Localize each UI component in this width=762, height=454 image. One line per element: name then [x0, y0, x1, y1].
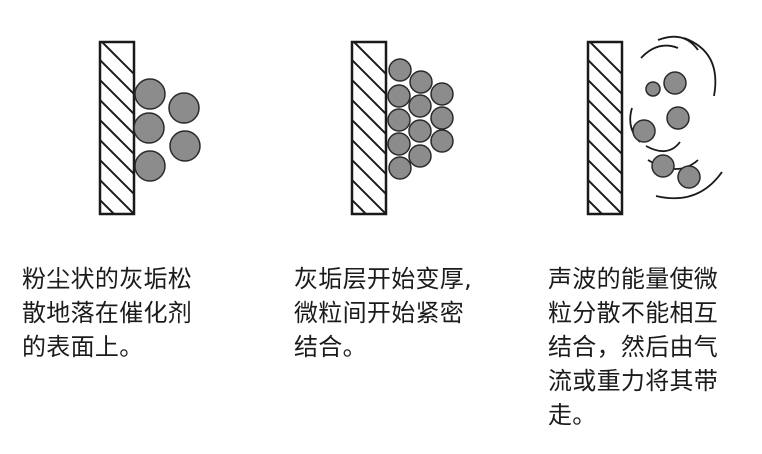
- particle: [387, 84, 411, 108]
- sound-wave: [655, 171, 723, 200]
- particle: [388, 156, 412, 180]
- caption-loose-dust: 粉尘状的灰垢松 散地落在催化剂 的表面上。: [22, 262, 192, 364]
- hatched-wall: [586, 40, 624, 216]
- caption-line: 结合。: [294, 333, 367, 361]
- panel-thick-deposit: 灰垢层开始变厚, 微粒间开始紧密 结合。: [254, 0, 508, 454]
- caption-line: 散地落在催化剂: [22, 299, 193, 327]
- particle: [663, 71, 687, 95]
- particle: [169, 130, 201, 162]
- particle: [651, 154, 675, 178]
- particle: [168, 92, 200, 124]
- sound-wave: [645, 141, 681, 152]
- dust-particles: [133, 78, 201, 182]
- particle: [408, 119, 432, 143]
- particle: [430, 129, 454, 153]
- caption-sonic-cleaning: 声波的能量使微 粒分散不能相互 结合，然后由气 流或重力将其带 走。: [548, 262, 718, 432]
- particle: [430, 106, 454, 130]
- caption-thick-deposit: 灰垢层开始变厚, 微粒间开始紧密 结合。: [294, 262, 472, 364]
- particle: [134, 78, 166, 110]
- caption-line: 粒分散不能相互: [548, 299, 719, 327]
- dispersed-particles: [632, 71, 701, 189]
- particle: [632, 119, 656, 143]
- particle: [677, 165, 701, 189]
- caption-line: 粉尘状的灰垢松: [22, 265, 193, 293]
- panel-sonic-cleaning: 声波的能量使微 粒分散不能相互 结合，然后由气 流或重力将其带 走。: [508, 0, 762, 454]
- particle: [134, 150, 166, 182]
- packed-particles: [387, 58, 454, 180]
- particle: [387, 132, 411, 156]
- hatched-wall: [98, 40, 136, 216]
- caption-line: 流或重力将其带: [548, 367, 719, 395]
- caption-line: 微粒间开始紧密: [294, 299, 465, 327]
- particle: [430, 82, 454, 106]
- caption-line: 灰垢层开始变厚,: [294, 265, 473, 293]
- panel-loose-dust: 粉尘状的灰垢松 散地落在催化剂 的表面上。: [0, 0, 254, 454]
- sound-waves: [629, 35, 723, 200]
- particle: [387, 108, 411, 132]
- particle: [133, 112, 165, 144]
- particle: [666, 106, 690, 130]
- sound-wave: [640, 44, 679, 59]
- particle: [388, 58, 412, 82]
- caption-line: 结合，然后由气: [548, 333, 719, 361]
- sound-wave: [683, 37, 717, 97]
- thick-deposit-illustration: [350, 40, 454, 216]
- caption-line: 的表面上。: [22, 333, 144, 361]
- particle: [408, 94, 432, 118]
- particle: [408, 144, 432, 168]
- caption-line: 声波的能量使微: [548, 265, 719, 293]
- particle: [645, 81, 661, 97]
- caption-line: 走。: [548, 401, 597, 429]
- sound-wave: [657, 35, 699, 51]
- particle: [409, 70, 433, 94]
- loose-dust-illustration: [98, 40, 201, 216]
- hatched-wall: [350, 40, 388, 216]
- sonic-cleaning-illustration: [586, 35, 723, 216]
